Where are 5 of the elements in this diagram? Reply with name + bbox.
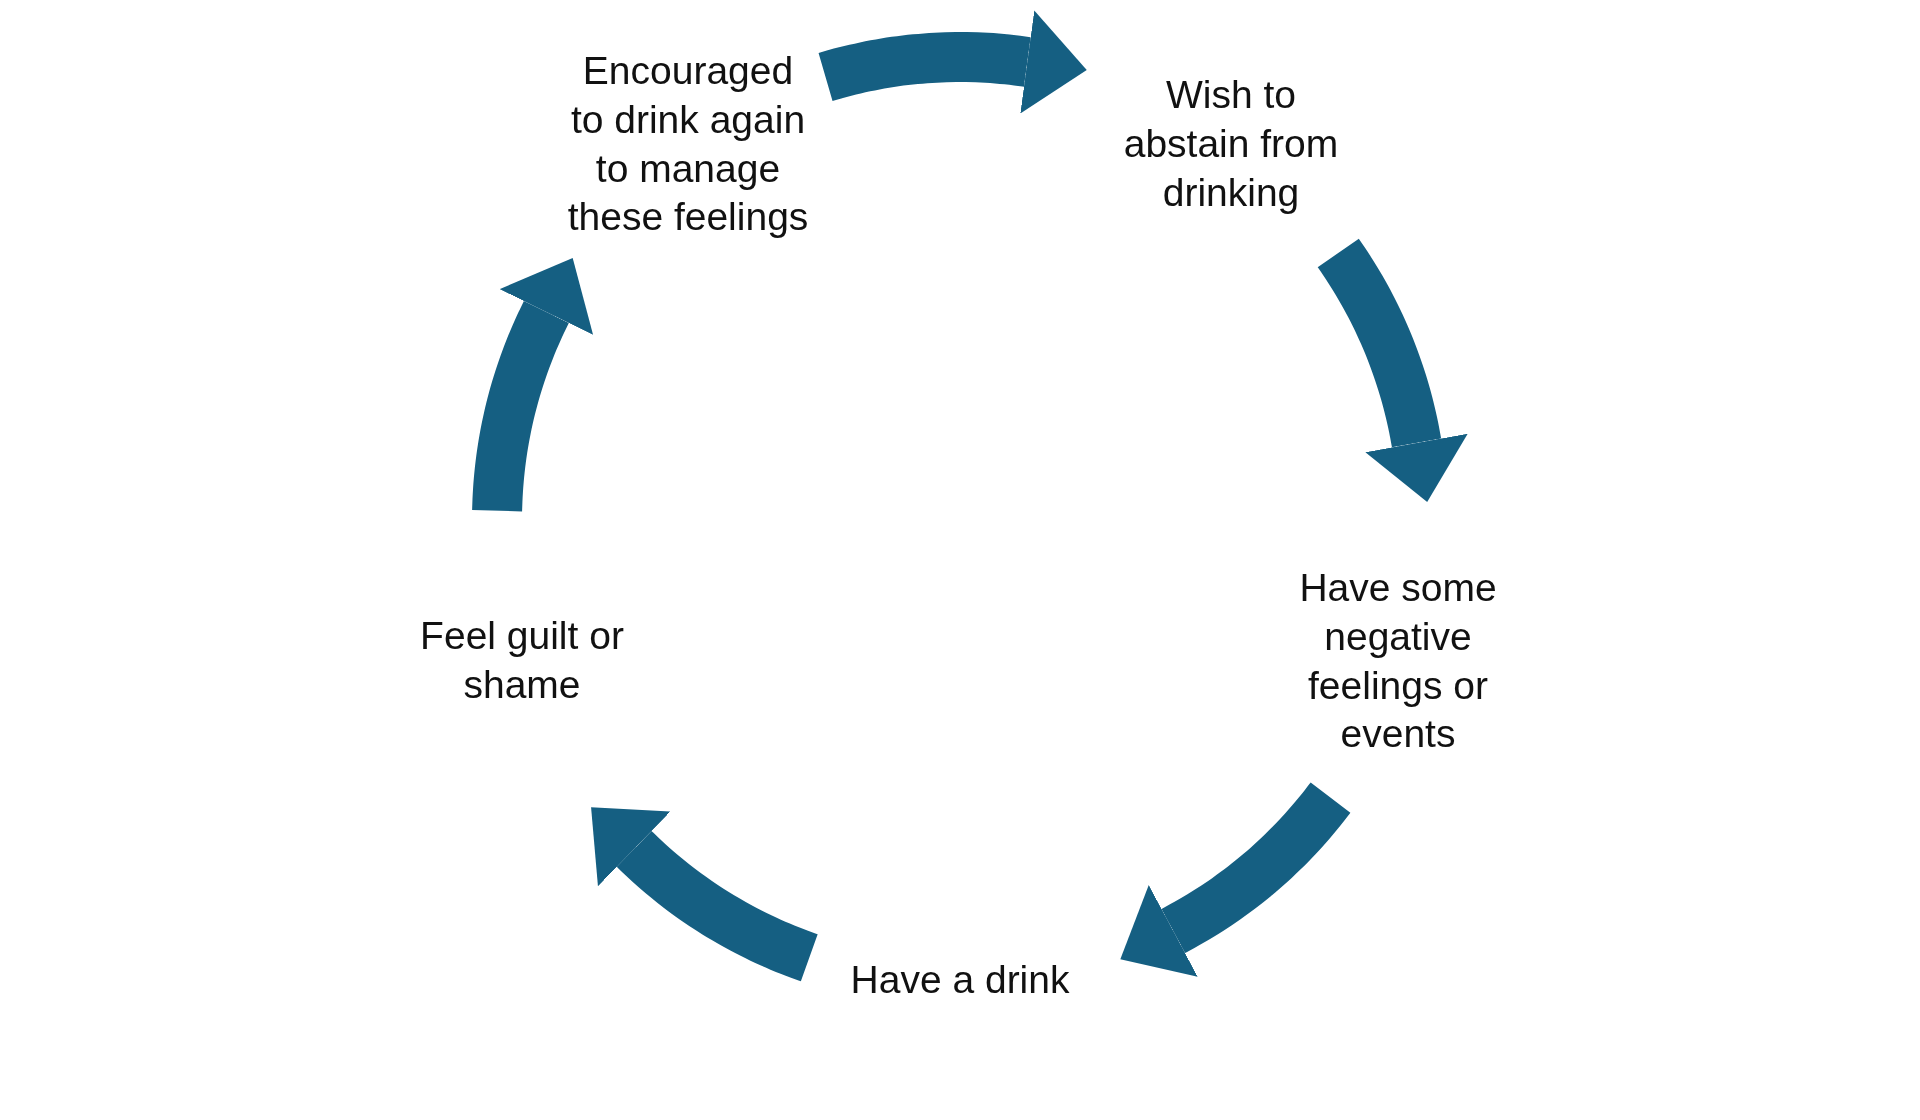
- step-label: Have a drink: [850, 955, 1070, 1005]
- step-label: Encouraged to drink again to manage these feelings: [564, 46, 812, 242]
- step-label: Feel guilt or shame: [412, 612, 632, 710]
- step-label: Wish to abstain from drinking: [1114, 70, 1348, 218]
- step-label: Have some negative feelings or events: [1294, 563, 1502, 759]
